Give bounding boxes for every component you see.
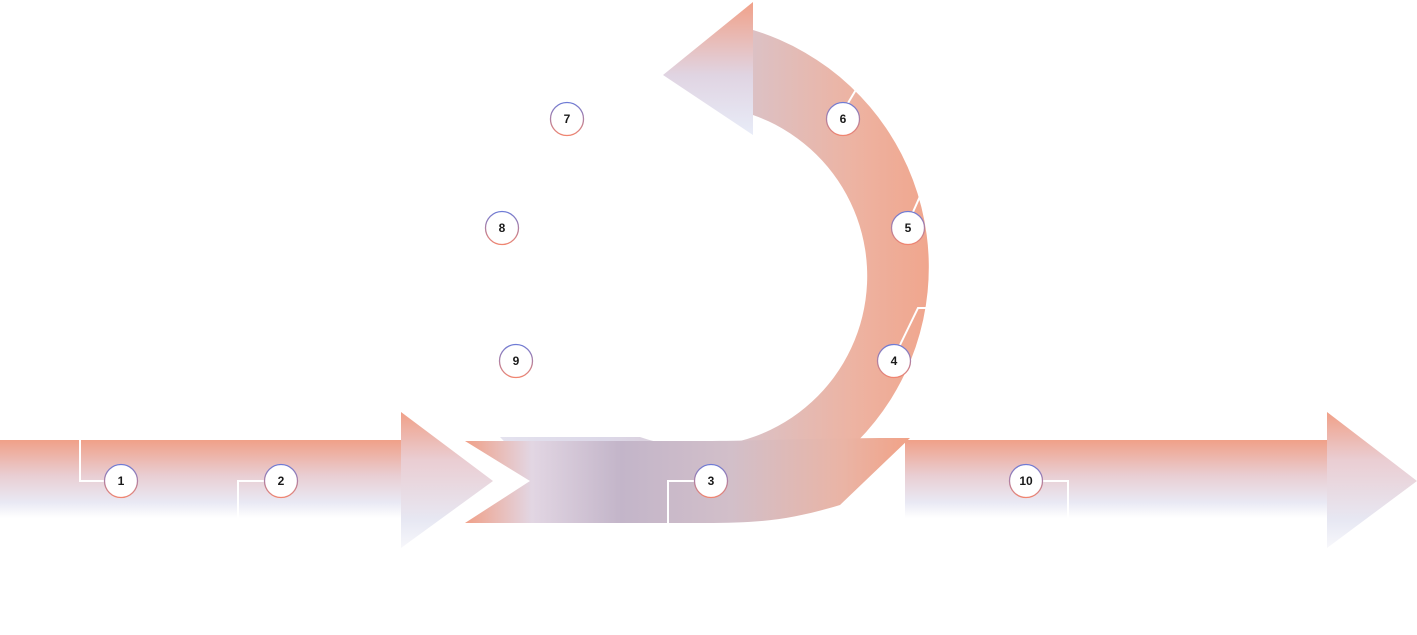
step-badge-6: 6 bbox=[825, 101, 861, 137]
step-badges: 1 2 3 4 5 6 7 8 9 10 bbox=[103, 101, 1044, 499]
step-badge-circle bbox=[1008, 463, 1044, 499]
step-badge-number: 7 bbox=[564, 112, 571, 126]
loop-ring-body bbox=[500, 30, 929, 516]
inbound-band bbox=[0, 440, 401, 518]
connector-7 bbox=[540, 82, 564, 104]
step-badge-number: 8 bbox=[499, 221, 506, 235]
connector-10 bbox=[1042, 480, 1069, 518]
outbound-arrow bbox=[905, 412, 1417, 548]
connectors bbox=[79, 82, 1069, 523]
step-badge-circle bbox=[890, 210, 926, 246]
connector-4 bbox=[899, 307, 950, 346]
connector-5 bbox=[912, 184, 950, 213]
connector-8 bbox=[470, 184, 499, 213]
connector-6 bbox=[847, 82, 880, 104]
step-badge-circle bbox=[103, 463, 139, 499]
step-badge-number: 2 bbox=[278, 474, 285, 488]
step-badge-circle bbox=[484, 210, 520, 246]
step-badge-circle bbox=[825, 101, 861, 137]
step-badge-number: 9 bbox=[513, 354, 520, 368]
inbound-arrow bbox=[0, 412, 493, 548]
step-badge-2: 2 bbox=[263, 463, 299, 499]
step-badge-circle bbox=[549, 101, 585, 137]
step-badge-circle bbox=[263, 463, 299, 499]
step-badge-circle bbox=[876, 343, 912, 379]
step-badge-5: 5 bbox=[890, 210, 926, 246]
step-badge-1: 1 bbox=[103, 463, 139, 499]
loop-arrowhead bbox=[663, 2, 753, 135]
step-badge-circle bbox=[498, 343, 534, 379]
step-badge-3: 3 bbox=[693, 463, 729, 499]
loop-ring bbox=[465, 2, 929, 523]
step-badge-4: 4 bbox=[876, 343, 912, 379]
connector-2 bbox=[237, 480, 264, 518]
step-badge-number: 1 bbox=[118, 474, 125, 488]
outbound-arrowhead bbox=[1327, 412, 1417, 548]
step-badge-number: 5 bbox=[905, 221, 912, 235]
outbound-band bbox=[905, 440, 1327, 518]
connector-9 bbox=[460, 306, 513, 346]
step-badge-9: 9 bbox=[498, 343, 534, 379]
inbound-arrowhead bbox=[401, 412, 493, 548]
step-badge-10: 10 bbox=[1008, 463, 1044, 499]
step-badge-number: 4 bbox=[891, 354, 898, 368]
step-badge-7: 7 bbox=[549, 101, 585, 137]
connector-1 bbox=[79, 440, 105, 482]
step-badge-circle bbox=[693, 463, 729, 499]
step-badge-number: 10 bbox=[1019, 474, 1033, 488]
connector-3 bbox=[667, 480, 694, 523]
step-badge-number: 6 bbox=[840, 112, 847, 126]
step-badge-8: 8 bbox=[484, 210, 520, 246]
step-badge-number: 3 bbox=[708, 474, 715, 488]
